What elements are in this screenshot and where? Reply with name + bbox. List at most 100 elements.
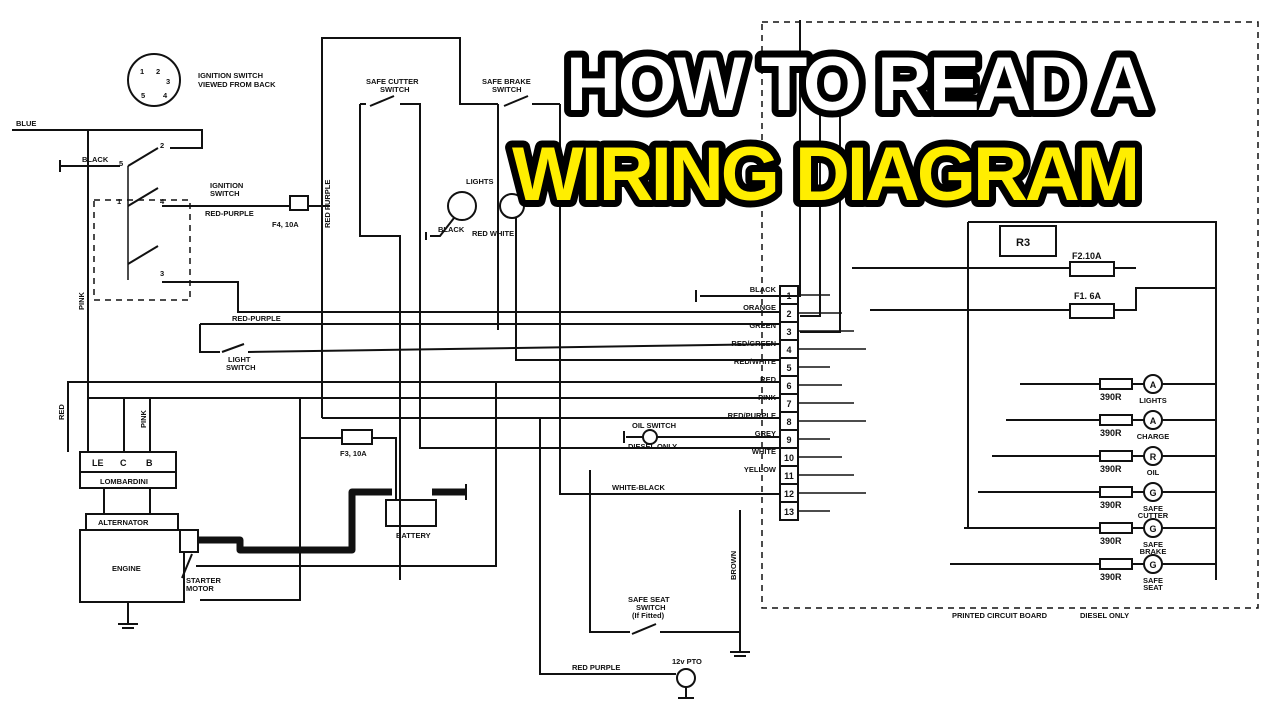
terminal-number: 6 [786, 381, 791, 391]
terminal-number: 11 [784, 471, 794, 481]
relay-label: R3 [1016, 237, 1030, 249]
wire-safe-seat-out [660, 631, 741, 652]
terminal-number: 12 [784, 489, 794, 499]
wire-label-black: BLACK [82, 155, 109, 164]
regulator-terminal-le: LE [92, 458, 104, 468]
detail-terminal-2: 2 [156, 67, 160, 76]
wire-light-out [247, 343, 781, 353]
light-lamp-2 [499, 193, 525, 219]
wire-label-red-purple-light: RED-PURPLE [232, 314, 281, 323]
fuse-f4-label: F4, 10A [272, 220, 299, 229]
terminal-number: 7 [786, 399, 791, 409]
regulator-label: LOMBARDINI [100, 477, 148, 486]
indicator-lamp-letter: A [1150, 416, 1157, 426]
wire-starter-feed [200, 398, 301, 601]
ignition-switch-label-2: SWITCH [210, 189, 240, 198]
wire-label-pink-2: PINK [139, 409, 148, 428]
wire-label-red: RED [57, 404, 66, 420]
terminal-number: 2 [786, 309, 791, 319]
ign-terminal-4: 4 [160, 197, 165, 206]
indicator-lamp-letter: A [1150, 380, 1157, 390]
indicator-label-1: CHARGE [1137, 432, 1170, 441]
relay-r3 [999, 225, 1057, 257]
terminal-number: 13 [784, 507, 794, 517]
terminal-wire-label: BLACK [750, 285, 777, 294]
fuse-f3-label: F3, 10A [340, 449, 367, 458]
battery-cable [198, 488, 392, 554]
wire-label-red-purple-f4: RED-PURPLE [205, 209, 254, 218]
indicator-resistor-label: 390R [1100, 392, 1122, 402]
safe-seat-label-2: SWITCH [636, 603, 666, 612]
indicator-resistor [1099, 414, 1133, 426]
ign-terminal-3: 3 [160, 269, 164, 278]
detail-terminal-3: 3 [166, 77, 170, 86]
lights-label: LIGHTS [466, 177, 494, 186]
wire-top-loop [321, 37, 498, 208]
indicator-resistor [1099, 558, 1133, 570]
lights-label-red-white: RED WHITE [472, 229, 514, 238]
wire-red-purple-pto [539, 418, 676, 675]
wire-f3-out [372, 437, 397, 500]
terminal-wire-label: ORANGE [743, 303, 776, 312]
bottom-center: WHITE-BLACK SAFE SEAT SWITCH (If Fitted)… [539, 104, 780, 699]
wire-safe-seat-in [589, 470, 630, 633]
indicator-resistor [1099, 378, 1133, 390]
fuse-f2-label: F2.10A [1072, 251, 1102, 261]
safe-seat-label-3: (If Fitted) [632, 611, 665, 620]
ignition-detail-circle [127, 53, 181, 107]
ign-contact-3 [127, 245, 159, 265]
oil-switch-label-1: OIL SWITCH [632, 421, 676, 430]
indicator-lamp-letter: G [1149, 488, 1156, 498]
indicator-label-2: BRAKE [1140, 547, 1167, 556]
pto-symbol [676, 668, 696, 688]
starter-label-2: MOTOR [186, 584, 214, 593]
safe-brake-label-1: SAFE BRAKE [482, 77, 531, 86]
indicator-lamp-letter: G [1149, 524, 1156, 534]
fuse-f4 [289, 195, 309, 211]
terminal-wire-label: RED [760, 375, 776, 384]
ignition-detail-label-1: IGNITION SWITCH [198, 71, 263, 80]
pcb-diesel-only: DIESEL ONLY [1080, 611, 1129, 620]
terminal-wire-label: RED/GREEN [731, 339, 776, 348]
indicator-label-1: SAFE [1143, 540, 1163, 549]
indicator-label-1: SAFE [1143, 504, 1163, 513]
terminal-wire-label: RED/WHITE [734, 357, 776, 366]
indicator-resistor-label: 390R [1100, 428, 1122, 438]
terminal-number: 9 [786, 435, 791, 445]
ignition-switch-label-1: IGNITION [210, 181, 243, 190]
terminal-wire-label: RED/PURPLE [728, 411, 776, 420]
fuse-f3 [341, 429, 373, 445]
terminal-block: 1BLACK2ORANGE3GREEN4RED/GREEN5RED/WHITE6… [695, 285, 866, 521]
detail-terminal-4: 4 [163, 91, 168, 100]
pcb-outline [761, 21, 1259, 609]
safe-seat-contact [631, 623, 657, 635]
indicator-resistor-label: 390R [1100, 572, 1122, 582]
fuse-f1 [1069, 303, 1115, 319]
safe-cutter-label-2: SWITCH [380, 85, 410, 94]
lights-group: LIGHTS BLACK RED WHITE [425, 177, 780, 361]
safe-cutter-label-1: SAFE CUTTER [366, 77, 419, 86]
indicator-resistor-label: 390R [1100, 464, 1122, 474]
fuse-f2 [1069, 261, 1115, 277]
oil-switch-group: OIL SWITCH DIESEL ONLY [623, 421, 780, 451]
indicator-label-1: LIGHTS [1139, 396, 1167, 405]
terminal-wire-label: GREEN [749, 321, 776, 330]
ignition-detail-label-2: VIEWED FROM BACK [198, 80, 276, 89]
regulator-box [79, 451, 177, 489]
starter-box [179, 529, 199, 553]
safe-cutter-contact [369, 95, 395, 107]
indicator-lamp-letter: G [1149, 560, 1156, 570]
pto-label: 12v PTO [672, 657, 702, 666]
lights-label-black: BLACK [438, 225, 465, 234]
light-switch-contact [221, 343, 245, 353]
indicator-resistor [1099, 522, 1133, 534]
ign-terminal-5: 5 [119, 159, 123, 168]
indicator-label-2: SEAT [1143, 583, 1163, 592]
starter-label-1: STARTER [186, 576, 221, 585]
light-switch-label-2: SWITCH [226, 363, 256, 372]
indicator-resistor [1099, 450, 1133, 462]
top-switches: RED PURPLE SAFE CUTTER SWITCH SAFE BRAKE… [321, 37, 780, 580]
terminal-wire-label: YELLOW [744, 465, 777, 474]
indicator-resistor [1099, 486, 1133, 498]
wire-label-pink: PINK [77, 291, 86, 310]
